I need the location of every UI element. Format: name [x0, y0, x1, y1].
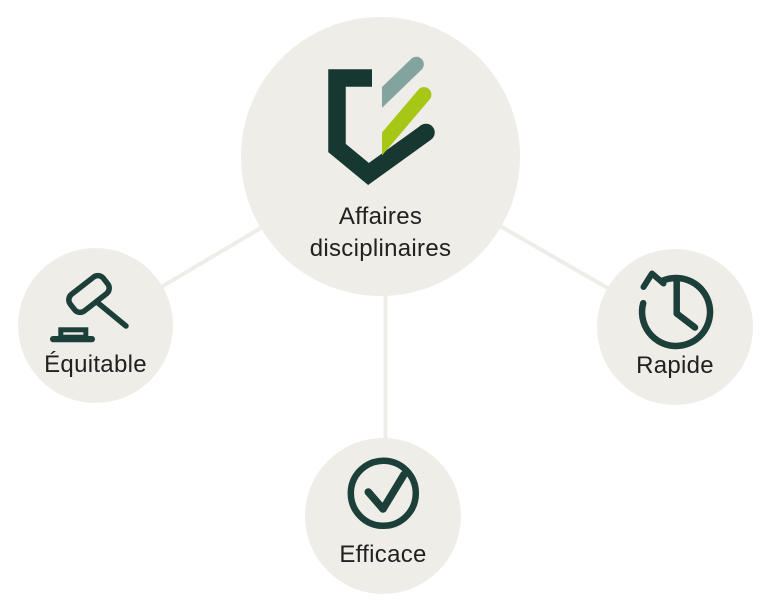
clock-hands [673, 278, 699, 331]
logo-lime-stripe [382, 87, 432, 156]
gavel-icon [50, 272, 129, 343]
check-circle-ring [347, 457, 420, 530]
gavel-base [50, 336, 95, 343]
gavel-handle [95, 300, 129, 329]
shield-check-logo-icon [328, 56, 435, 186]
node-efficace: Efficace [305, 438, 461, 594]
node-equitable-label: Équitable [44, 351, 147, 378]
check-circle-icon [347, 457, 420, 530]
clock-arrow-head [640, 270, 667, 290]
clock-ring [638, 274, 714, 350]
logo-shield-stroke [328, 69, 432, 186]
logo-sage-stripe [382, 56, 424, 108]
center-node-label-line1: Affaires [338, 203, 423, 230]
node-equitable: Équitable [18, 248, 173, 403]
node-rapide: Rapide [597, 249, 753, 405]
clock-history-icon [638, 270, 714, 350]
center-node-label-line2: disciplinaires [309, 235, 452, 262]
node-affaires-disciplinaires: Affaires disciplinaires [241, 17, 520, 296]
node-rapide-label: Rapide [636, 352, 714, 379]
center-node-label: Affaires disciplinaires [241, 201, 520, 265]
node-efficace-label: Efficace [339, 541, 427, 568]
check-mark [364, 470, 408, 513]
logo-shield-stroke-cap [417, 123, 435, 142]
